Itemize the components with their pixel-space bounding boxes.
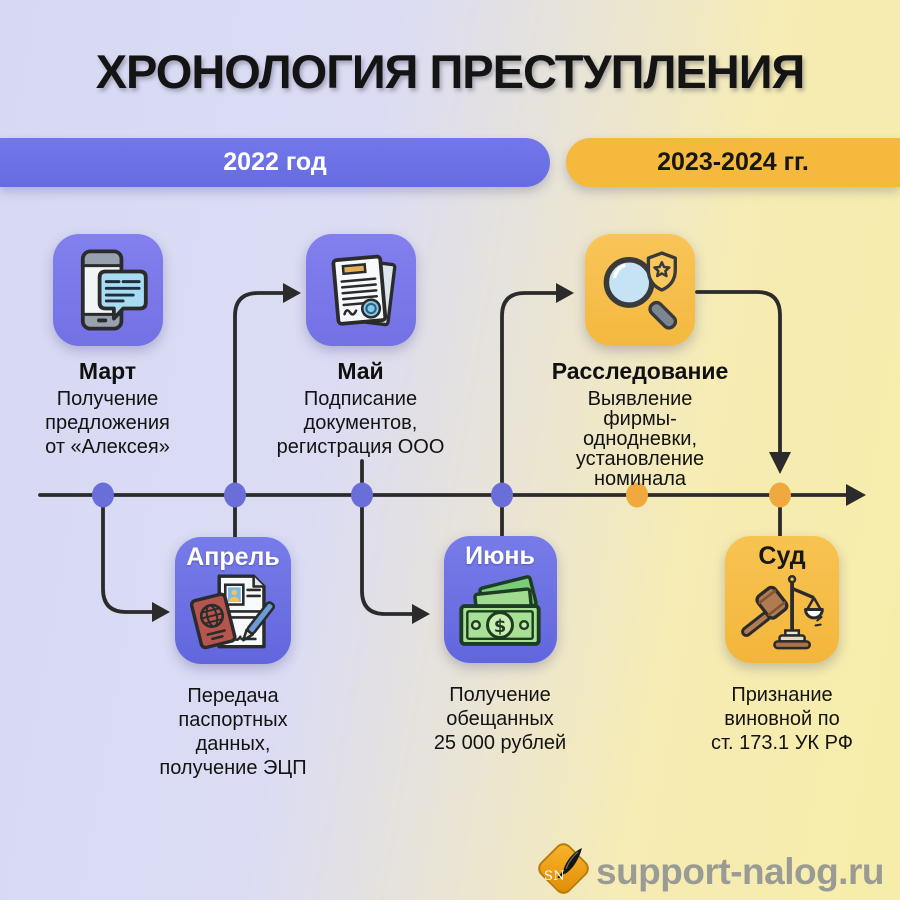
connector-may-to-june bbox=[360, 495, 414, 616]
event-description-investigation: Выявление фирмы- однодневки, установлени… bbox=[575, 388, 705, 491]
event-label-june: Июнь bbox=[465, 542, 535, 570]
event-april: Апрель bbox=[133, 537, 333, 780]
event-description-march: Получение предложения от «Алексея» bbox=[45, 388, 170, 459]
dot-court bbox=[769, 482, 791, 508]
timeline-arrowhead bbox=[846, 484, 866, 506]
connector-investigation-to-court bbox=[695, 290, 782, 454]
site-url[interactable]: support-nalog.ru bbox=[596, 851, 884, 892]
period-2022-label: 2022 год bbox=[223, 148, 327, 176]
dot-march bbox=[92, 482, 114, 508]
dot-june bbox=[491, 482, 513, 508]
logo-initials: SN bbox=[544, 869, 566, 884]
money-icon: Июнь $ bbox=[443, 536, 557, 663]
arrowhead-may bbox=[283, 283, 301, 303]
event-description-april: Передача паспортных данных, получение ЭЦ… bbox=[159, 685, 307, 779]
connector-june-to-investigation bbox=[500, 291, 558, 495]
event-label-april: Апрель bbox=[186, 543, 280, 571]
event-investigation: Расследование Выявление фирмы- однодневк… bbox=[525, 234, 755, 489]
arrowhead-court-down bbox=[769, 452, 791, 474]
event-description-may: Подписание документов, регистрация ООО bbox=[276, 388, 445, 459]
dot-april bbox=[224, 482, 246, 508]
site-logo: SN bbox=[534, 839, 593, 899]
event-label-march: Март bbox=[78, 358, 137, 384]
event-march: Март Получение предложения от «Алексея» bbox=[10, 234, 205, 459]
arrowheads bbox=[152, 283, 866, 624]
dot-investigation bbox=[626, 482, 648, 508]
period-banner-2023: 2023-2024 гг. bbox=[566, 138, 900, 187]
period-banner-2022: 2022 год bbox=[0, 138, 550, 187]
period-2023-label: 2023-2024 гг. bbox=[657, 148, 809, 176]
event-label-court: Суд bbox=[758, 542, 806, 570]
passport-document-icon: Апрель bbox=[175, 537, 291, 664]
phone-chat-icon bbox=[52, 234, 163, 346]
page-title: ХРОНОЛОГИЯ ПРЕСТУПЛЕНИЯ bbox=[95, 45, 806, 98]
signed-documents-icon bbox=[305, 234, 416, 346]
arrowhead-april bbox=[152, 602, 170, 622]
event-court: Суд Признание виновной по ст. 173.1 bbox=[682, 536, 882, 755]
gavel-scales-icon: Суд bbox=[725, 536, 839, 663]
quill-icon bbox=[557, 848, 582, 878]
event-may: Май Подписание документов, регистрация О… bbox=[263, 234, 458, 459]
event-description-june: Получение обещанных 25 000 рублей bbox=[433, 684, 567, 754]
arrowhead-june bbox=[412, 604, 430, 624]
timeline-dots bbox=[92, 482, 791, 508]
event-june: Июнь $ Получение обещанных 25 000 рублей bbox=[400, 536, 600, 755]
arrowhead-investigation bbox=[556, 283, 574, 303]
dot-may bbox=[351, 482, 373, 508]
event-label-may: Май bbox=[337, 358, 384, 384]
event-label-investigation: Расследование bbox=[551, 358, 729, 384]
magnifier-badge-icon bbox=[585, 234, 695, 346]
connector-april-to-may bbox=[233, 291, 285, 495]
connector-march-to-april bbox=[101, 495, 154, 614]
event-description-court: Признание виновной по ст. 173.1 УК РФ bbox=[711, 684, 853, 754]
svg-text:$: $ bbox=[494, 615, 507, 636]
